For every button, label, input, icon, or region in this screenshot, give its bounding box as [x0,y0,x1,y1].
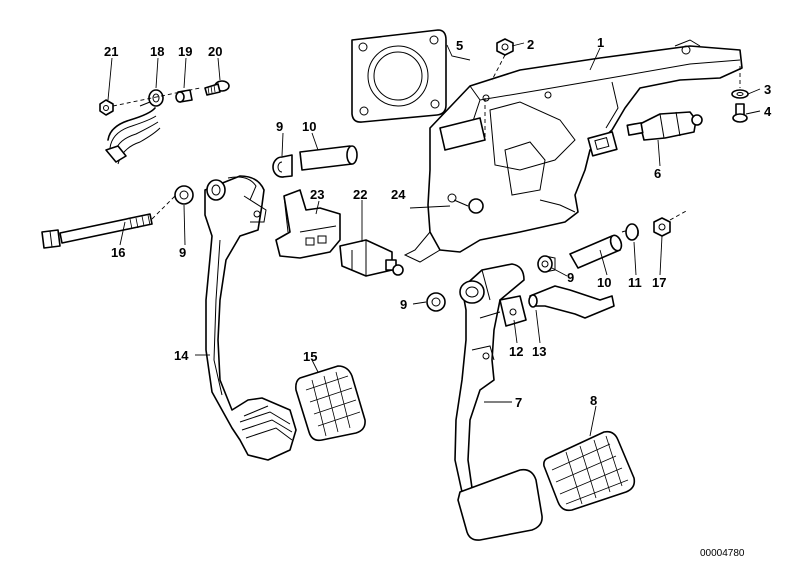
brake-pedal-foot-plate [457,468,543,541]
nut-part-17 [653,209,689,237]
label-part-24: 24 [391,187,406,202]
brake-pedal-part-7 [454,263,525,493]
label-part-3: 3 [764,82,771,97]
label-part-1: 1 [597,35,604,50]
screw-part-20 [204,80,230,96]
nut-part-2 [491,38,514,81]
pin-part-13 [528,285,615,319]
assembly-axis-line [112,87,201,107]
bushing-part-9-lower-left [426,292,446,312]
label-part-19: 19 [178,44,192,59]
screw-part-4 [732,66,748,123]
label-part-9-upper: 9 [276,119,283,134]
gasket-plate-part [351,29,447,123]
pedal-pad-part-8 [543,430,636,512]
return-spring [105,101,161,165]
label-part-9-left: 9 [179,245,186,260]
spring-part-11 [621,223,639,241]
brake-light-switch-part-6 [626,111,703,141]
label-part-15: 15 [303,349,317,364]
label-part-4: 4 [764,104,772,119]
clip-part-12 [499,295,527,327]
label-part-22: 22 [353,187,367,202]
nut-part-21 [99,99,114,116]
label-part-9-lower-left: 9 [400,297,407,312]
bracket-part-23 [275,189,341,259]
label-part-18: 18 [150,44,164,59]
bushing-part-19 [175,89,193,103]
label-part-5: 5 [456,38,463,53]
sleeve-part-10-upper [299,145,358,171]
label-part-7: 7 [515,395,522,410]
bolt-part-16 [41,195,176,249]
switch-part-22 [339,239,404,277]
label-part-13: 13 [532,344,546,359]
pedal-pad-part-15 [295,365,366,442]
bushing-part-18 [148,89,164,107]
clutch-pedal-part-14 [204,175,297,461]
label-part-8: 8 [590,393,597,408]
diagram-reference-code: 00004780 [700,548,745,559]
label-part-14: 14 [174,348,189,363]
label-part-9-lower-right: 9 [567,270,574,285]
label-part-23: 23 [310,187,324,202]
part-labels: 21 18 19 20 9 10 5 2 1 3 4 6 23 22 24 16… [104,35,772,559]
label-part-16: 16 [111,245,125,260]
pedal-bracket-part [403,39,743,263]
label-part-20: 20 [208,44,222,59]
label-part-6: 6 [654,166,661,181]
label-part-11: 11 [628,275,642,290]
leader-lines [107,42,761,437]
label-part-10-upper: 10 [302,119,316,134]
washer-part-3 [731,89,749,99]
bushing-part-9-left [174,185,194,205]
bushing-part-9-lower-right [537,255,556,273]
label-part-17: 17 [652,275,666,290]
bushing-part-9-upper [272,154,293,178]
label-part-21: 21 [104,44,118,59]
label-part-2: 2 [527,37,534,52]
label-part-12: 12 [509,344,523,359]
clip-part-24 [447,193,484,214]
label-part-10-lower: 10 [597,275,611,290]
sleeve-part-10-lower [569,234,623,269]
